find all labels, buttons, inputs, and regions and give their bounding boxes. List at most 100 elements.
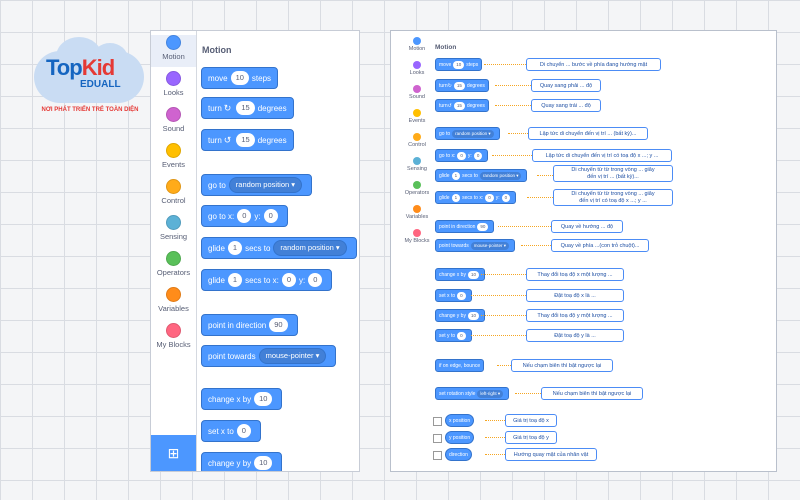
y-position-reporter[interactable]: y position <box>445 431 475 444</box>
category-sound[interactable]: Sound <box>151 107 196 139</box>
mini-category-menu: Motion Looks Sound Events Control Sensin… <box>399 35 435 251</box>
mini-category-control[interactable]: Control <box>399 133 435 155</box>
note-set-x: Đặt toạ độ x là ... <box>526 289 624 302</box>
note-point-direction: Quay về hướng ... độ <box>551 220 623 233</box>
secs-input[interactable]: 1 <box>227 241 243 255</box>
connector-line <box>485 437 505 438</box>
degrees-input[interactable]: 15 <box>236 133 255 147</box>
mini-category-sensing[interactable]: Sensing <box>399 157 435 179</box>
show-y-position-checkbox[interactable] <box>433 434 442 443</box>
degrees-input[interactable]: 15 <box>236 101 255 115</box>
if-on-edge-bounce-block[interactable]: if on edge, bounce <box>435 359 485 372</box>
show-x-position-checkbox[interactable] <box>433 417 442 426</box>
category-operators[interactable]: Operators <box>151 251 196 283</box>
variables-dot-icon <box>166 287 181 302</box>
note-set-y: Đặt toạ độ y là ... <box>526 329 624 342</box>
sound-dot-icon <box>166 107 181 122</box>
category-sensing[interactable]: Sensing <box>151 215 196 247</box>
glide-target-dropdown[interactable]: random position ▾ <box>273 240 347 256</box>
secs-input[interactable]: 1 <box>227 273 243 287</box>
y-input[interactable]: 0 <box>308 273 323 287</box>
events-dot-icon <box>166 143 181 158</box>
connector-line <box>471 335 526 336</box>
category-control[interactable]: Control <box>151 179 196 211</box>
category-variables[interactable]: Variables <box>151 287 196 319</box>
note-x-position: Giá trị toạ độ x <box>505 414 557 427</box>
category-events[interactable]: Events <box>151 143 196 175</box>
note-change-x: Thay đổi toạ độ x một lượng ... <box>526 268 624 281</box>
mini-category-motion[interactable]: Motion <box>399 37 435 59</box>
sound-dot-icon <box>413 85 421 93</box>
category-looks[interactable]: Looks <box>151 71 196 103</box>
operators-dot-icon <box>166 251 181 266</box>
logo-tagline: NƠI PHÁT TRIỂN TRẺ TOÀN DIỆN <box>41 107 139 113</box>
annotated-blocks-panel: Motion Looks Sound Events Control Sensin… <box>390 30 777 472</box>
mini-category-my-blocks[interactable]: My Blocks <box>399 229 435 251</box>
palette-title: Motion <box>202 45 232 55</box>
motion-dot-icon <box>413 37 421 45</box>
x-input[interactable]: 0 <box>281 273 297 287</box>
sensing-dot-icon <box>413 157 421 165</box>
note-turn-left: Quay sang trái ... độ <box>531 99 601 112</box>
mini-category-looks[interactable]: Looks <box>399 61 435 83</box>
mini-category-events[interactable]: Events <box>399 109 435 131</box>
x-input[interactable]: 0 <box>237 209 252 223</box>
mini-category-variables[interactable]: Variables <box>399 205 435 227</box>
rotate-right-icon: ↻ <box>223 102 232 113</box>
x-value-input[interactable]: 0 <box>236 424 251 438</box>
note-change-y: Thay đổi toạ độ y một lượng ... <box>526 309 624 322</box>
note-point-towards: Quay về phía ...(con trỏ chuột)... <box>551 239 649 252</box>
looks-dot-icon <box>166 71 181 86</box>
note-go-to: Lập tức di chuyển đến vị trí ... (bất kỳ… <box>528 127 648 140</box>
connector-line <box>481 274 526 275</box>
connector-line <box>471 295 526 296</box>
x-change-input[interactable]: 10 <box>254 392 273 406</box>
connector-line <box>521 245 551 246</box>
y-input[interactable]: 0 <box>263 209 278 223</box>
scratch-block-palette: Motion Looks Sound Events Control Sensin… <box>150 30 360 472</box>
direction-reporter[interactable]: direction <box>445 448 472 461</box>
mini-category-operators[interactable]: Operators <box>399 181 435 203</box>
note-go-to-xy: Lập tức di chuyển đến vị trí có toạ độ x… <box>532 149 672 162</box>
y-change-input[interactable]: 10 <box>254 456 273 470</box>
category-motion[interactable]: Motion <box>151 35 196 67</box>
category-my-blocks[interactable]: My Blocks <box>151 323 196 355</box>
direction-input[interactable]: 90 <box>269 318 288 332</box>
add-extension-button[interactable]: ⊞ <box>151 435 196 471</box>
mini-category-sound[interactable]: Sound <box>399 85 435 107</box>
x-position-reporter[interactable]: x position <box>445 414 475 427</box>
show-direction-checkbox[interactable] <box>433 451 442 460</box>
towards-target-dropdown[interactable]: mouse-pointer ▾ <box>258 348 327 364</box>
go-to-target-dropdown[interactable]: random position ▾ <box>228 177 303 193</box>
steps-input[interactable]: 10 <box>230 71 249 85</box>
note-rotation-style: Nếu chạm biên thì bật ngược lại <box>541 387 643 400</box>
